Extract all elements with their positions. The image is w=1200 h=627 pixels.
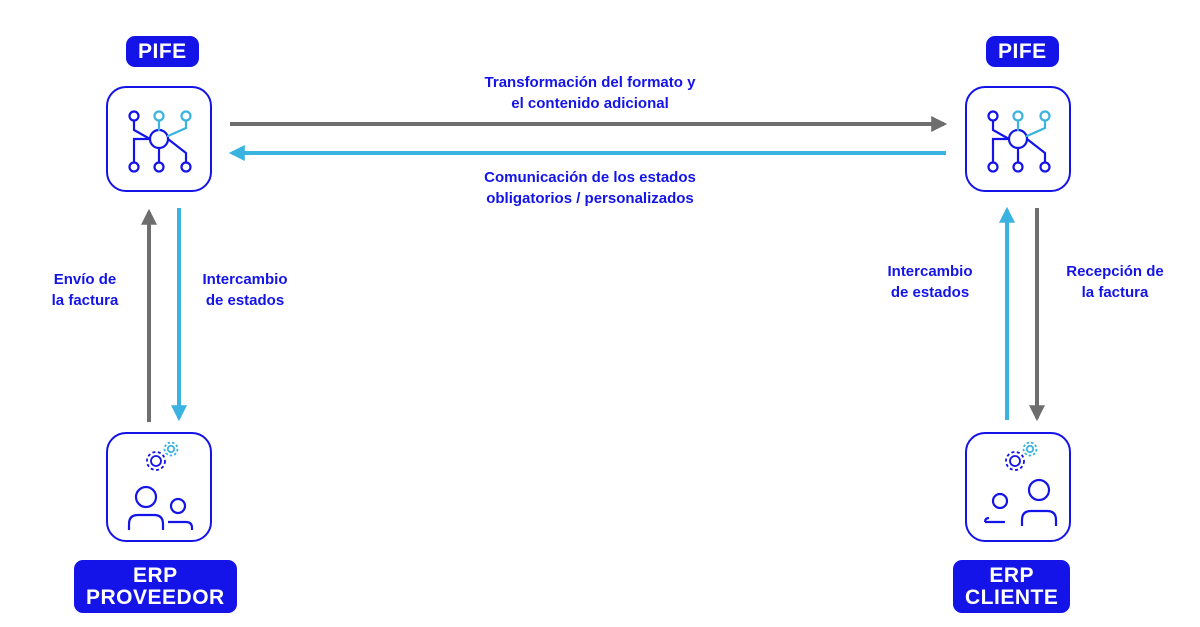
label-recepcion: Recepción de la factura <box>1050 261 1180 303</box>
label-recepcion-line1: Recepción de <box>1066 263 1164 280</box>
network-hub-icon <box>987 110 1051 173</box>
label-intercambio-left-line1: Intercambio <box>202 271 288 288</box>
pife-left-box <box>106 86 212 192</box>
label-transformacion: Transformación del formato y el contenid… <box>440 72 740 114</box>
label-envio: Envío de la factura <box>30 269 140 311</box>
label-envio-line1: Envío de <box>53 271 117 288</box>
erp-cliente-box <box>965 432 1071 542</box>
label-intercambio-right: Intercambio de estados <box>875 261 985 303</box>
pife-left-label: PIFE <box>138 40 187 63</box>
label-recepcion-line2: la factura <box>1081 284 1149 301</box>
user-small-icon <box>983 492 1009 524</box>
pife-right-label: PIFE <box>998 40 1047 63</box>
user-large-icon <box>127 485 165 530</box>
erp-cliente-line1: ERP <box>989 564 1035 587</box>
label-intercambio-right-line1: Intercambio <box>887 263 973 280</box>
label-intercambio-left-line2: de estados <box>205 292 285 309</box>
label-transformacion-line1: Transformación del formato y <box>484 74 696 91</box>
user-large-icon <box>1020 478 1058 526</box>
label-intercambio-right-line2: de estados <box>890 284 970 301</box>
pife-right-badge: PIFE <box>986 36 1059 67</box>
label-comunicacion-line1: Comunicación de los estados <box>484 169 696 186</box>
label-comunicacion-line2: obligatorios / personalizados <box>486 190 694 207</box>
erp-proveedor-line1: ERP <box>133 564 178 587</box>
gear-small-icon <box>163 441 179 457</box>
erp-proveedor-box <box>106 432 212 542</box>
user-small-icon <box>168 497 194 530</box>
gear-large-icon <box>146 451 166 471</box>
erp-proveedor-badge: ERP PROVEEDOR <box>74 560 237 613</box>
label-intercambio-left: Intercambio de estados <box>190 269 300 311</box>
erp-cliente-badge: ERP CLIENTE <box>953 560 1071 613</box>
label-comunicacion: Comunicación de los estados obligatorios… <box>440 167 740 209</box>
gear-large-icon <box>1005 451 1025 471</box>
gears-users-icon <box>983 441 1058 526</box>
pife-right-box <box>965 86 1071 192</box>
network-hub-icon <box>128 110 192 173</box>
gears-users-icon <box>127 441 194 530</box>
label-transformacion-line2: el contenido adicional <box>511 95 669 112</box>
erp-cliente-line2: CLIENTE <box>965 586 1059 609</box>
gear-small-icon <box>1022 441 1038 457</box>
pife-left-badge: PIFE <box>126 36 199 67</box>
erp-proveedor-line2: PROVEEDOR <box>86 586 225 609</box>
label-envio-line2: la factura <box>51 292 119 309</box>
